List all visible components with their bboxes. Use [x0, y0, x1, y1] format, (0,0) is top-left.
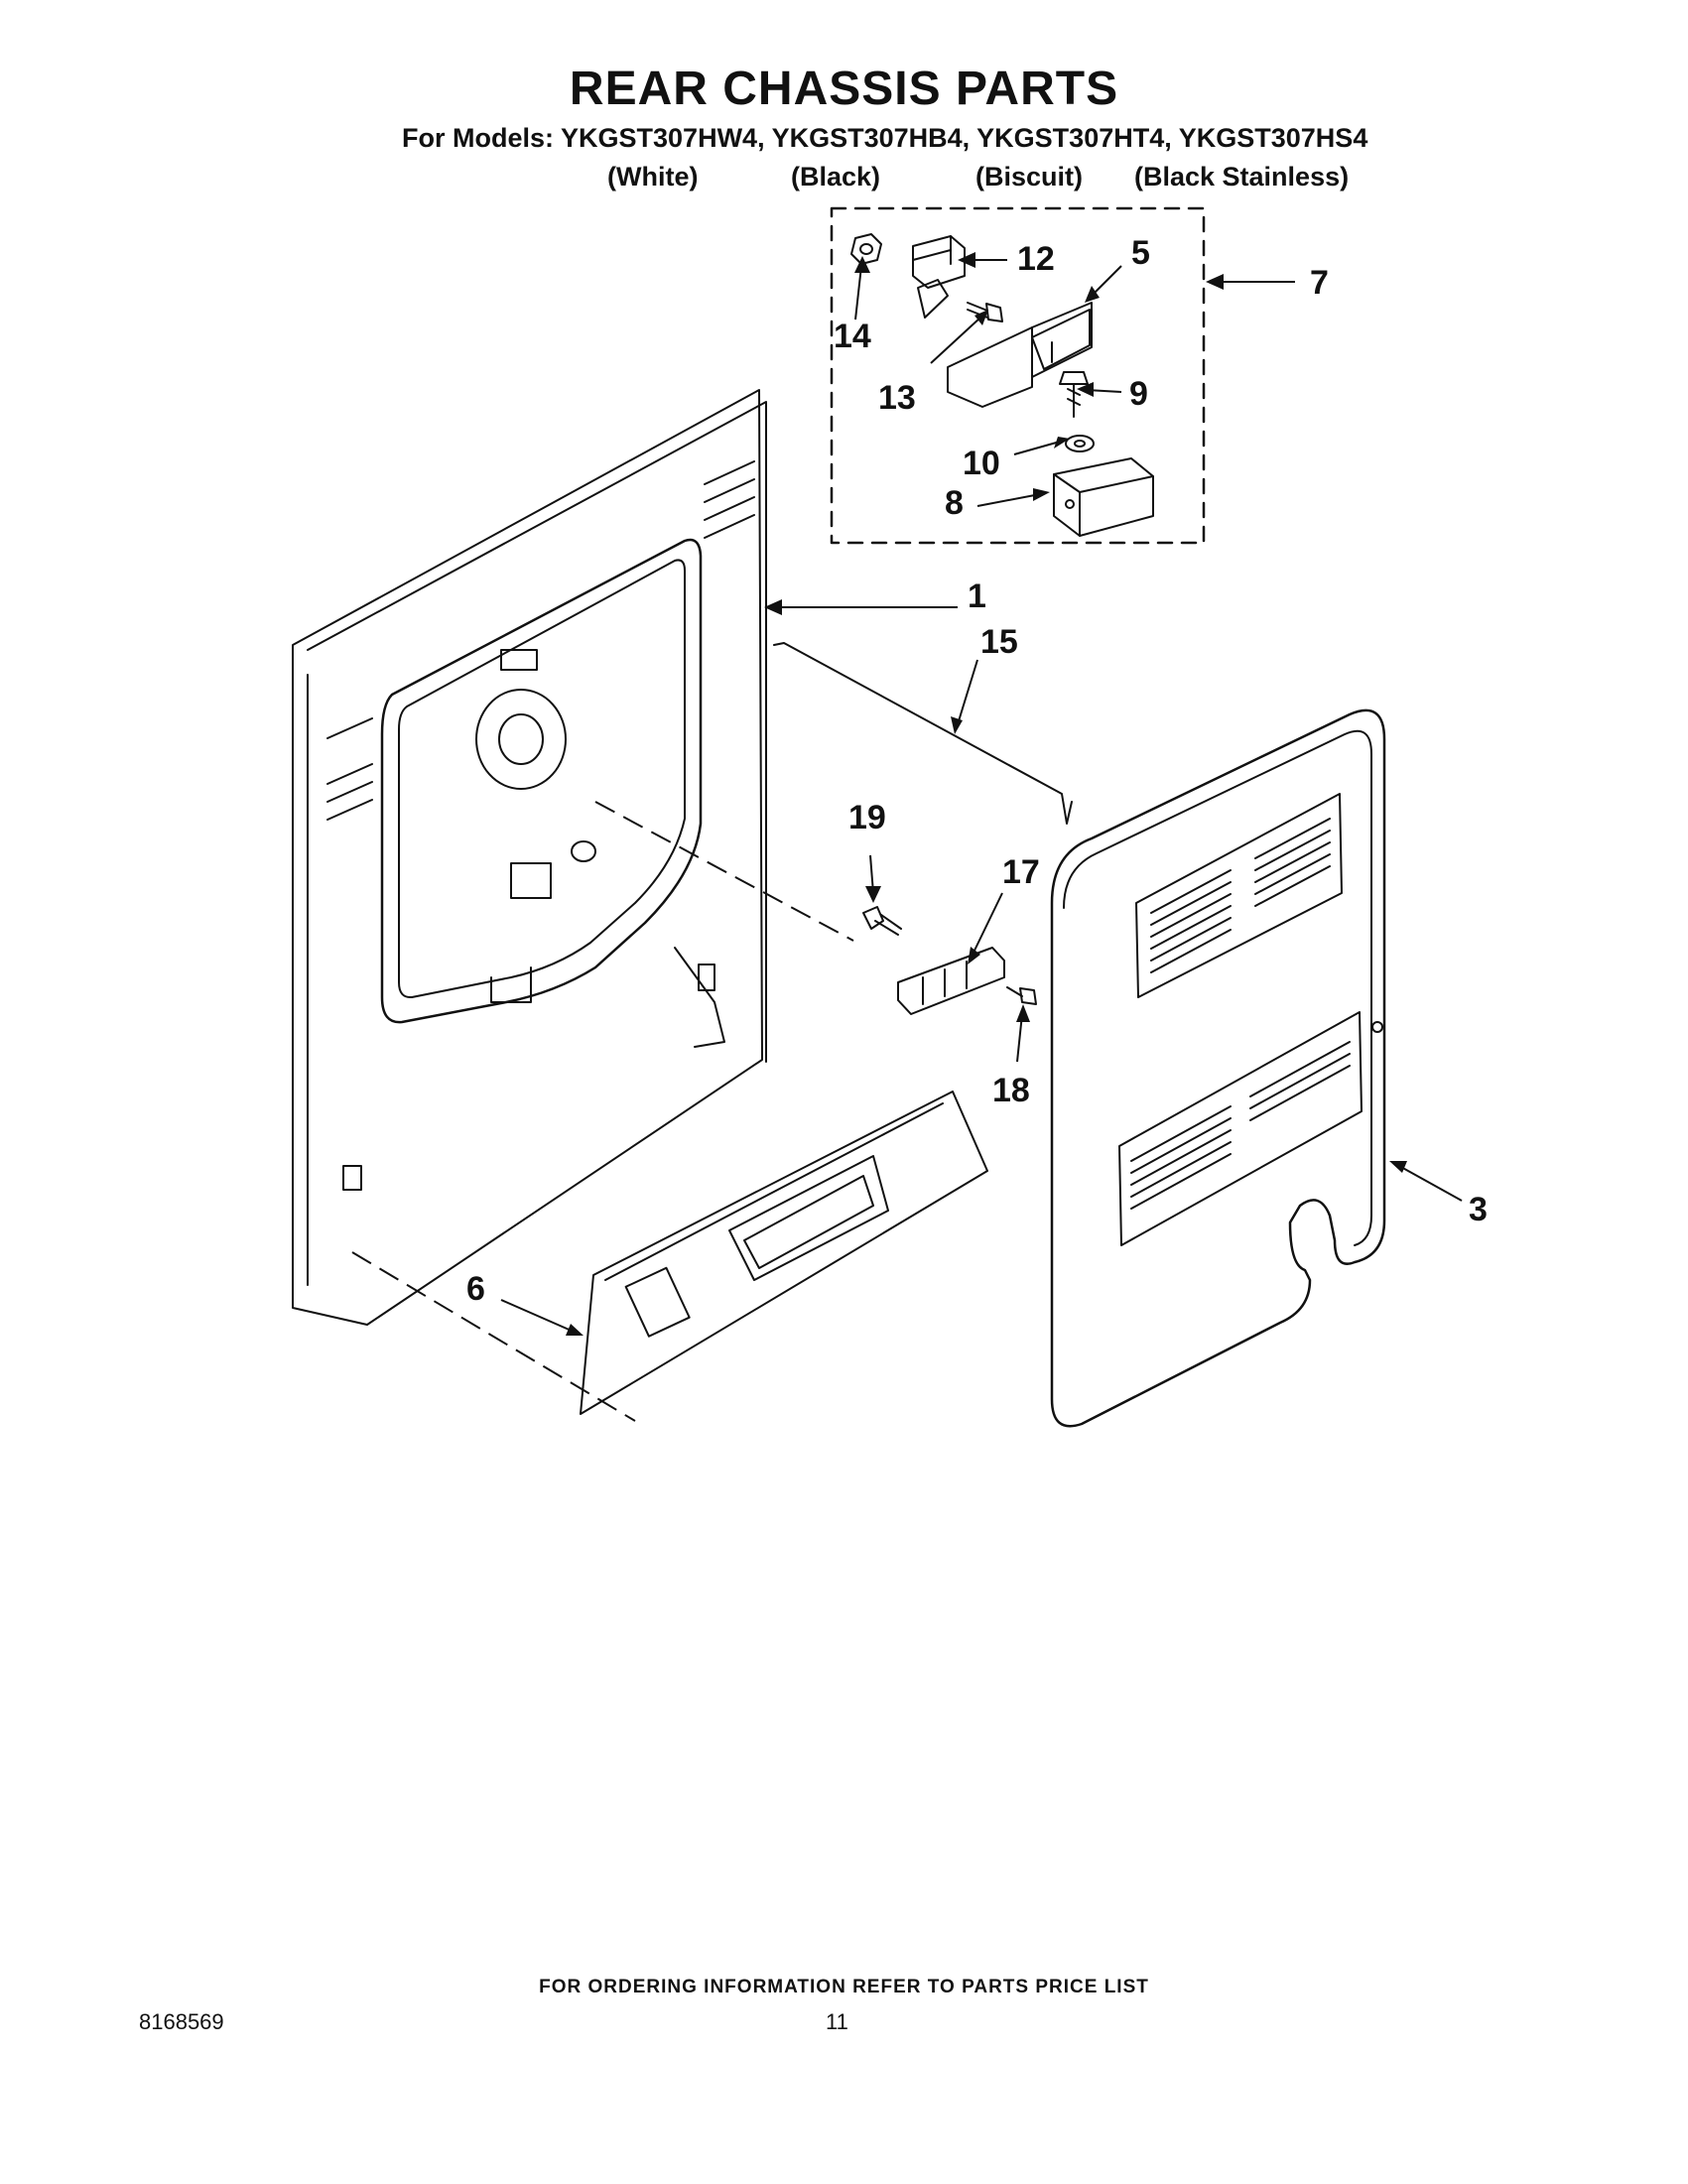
- callout-10: 10: [963, 445, 1000, 482]
- page-number: 11: [826, 2009, 848, 2034]
- callout-18: 18: [992, 1072, 1030, 1109]
- callout-14: 14: [834, 318, 871, 355]
- color-white: (White): [607, 162, 699, 192]
- callout-19: 19: [848, 799, 886, 836]
- part-10-washer: [1065, 435, 1095, 452]
- color-black-stainless: (Black Stainless): [1134, 162, 1350, 192]
- callout-8: 8: [945, 484, 964, 522]
- callout-9: 9: [1129, 375, 1148, 413]
- part-17-terminal-block: [897, 947, 1005, 1015]
- models-line: For Models: YKGST307HW4, YKGST307HB4, YK…: [402, 123, 1368, 153]
- callout-7: 7: [1310, 264, 1329, 302]
- callout-15: 15: [980, 623, 1018, 661]
- leader-arrowheads: [566, 252, 1407, 1336]
- part-5-bracket: [947, 302, 1093, 408]
- part-19-screw: [862, 906, 902, 936]
- callout-3: 3: [1469, 1191, 1488, 1228]
- ordering-note: FOR ORDERING INFORMATION REFER TO PARTS …: [539, 1977, 1149, 1997]
- callout-labels: 1 3 5 6 7 8 9 10 12 13 14 15 17 18 19: [466, 234, 1488, 1308]
- callout-13: 13: [878, 379, 916, 417]
- callout-12: 12: [1017, 240, 1055, 278]
- part-1-rear-panel: [292, 389, 767, 1326]
- part-14-nut: [850, 233, 882, 265]
- callout-17: 17: [1002, 853, 1040, 891]
- color-biscuit: (Biscuit): [975, 162, 1083, 192]
- color-black: (Black): [791, 162, 881, 192]
- part-12-clip: [912, 235, 966, 319]
- part-3-rear-cover: [1050, 708, 1386, 1428]
- part-18-screw: [1006, 986, 1037, 1005]
- callout-5: 5: [1131, 234, 1150, 272]
- callout-1: 1: [968, 578, 986, 615]
- part-9-screw: [1059, 371, 1089, 418]
- document-number: 8168569: [139, 2009, 224, 2034]
- page-title: REAR CHASSIS PARTS: [569, 63, 1119, 115]
- callout-6: 6: [466, 1270, 485, 1308]
- part-8-block: [1053, 457, 1154, 537]
- kit-dashed-box: [830, 206, 1206, 545]
- part-15-rod: [773, 642, 1073, 825]
- leader-lines: [351, 259, 1463, 1422]
- part-6-lower-panel: [580, 1091, 988, 1415]
